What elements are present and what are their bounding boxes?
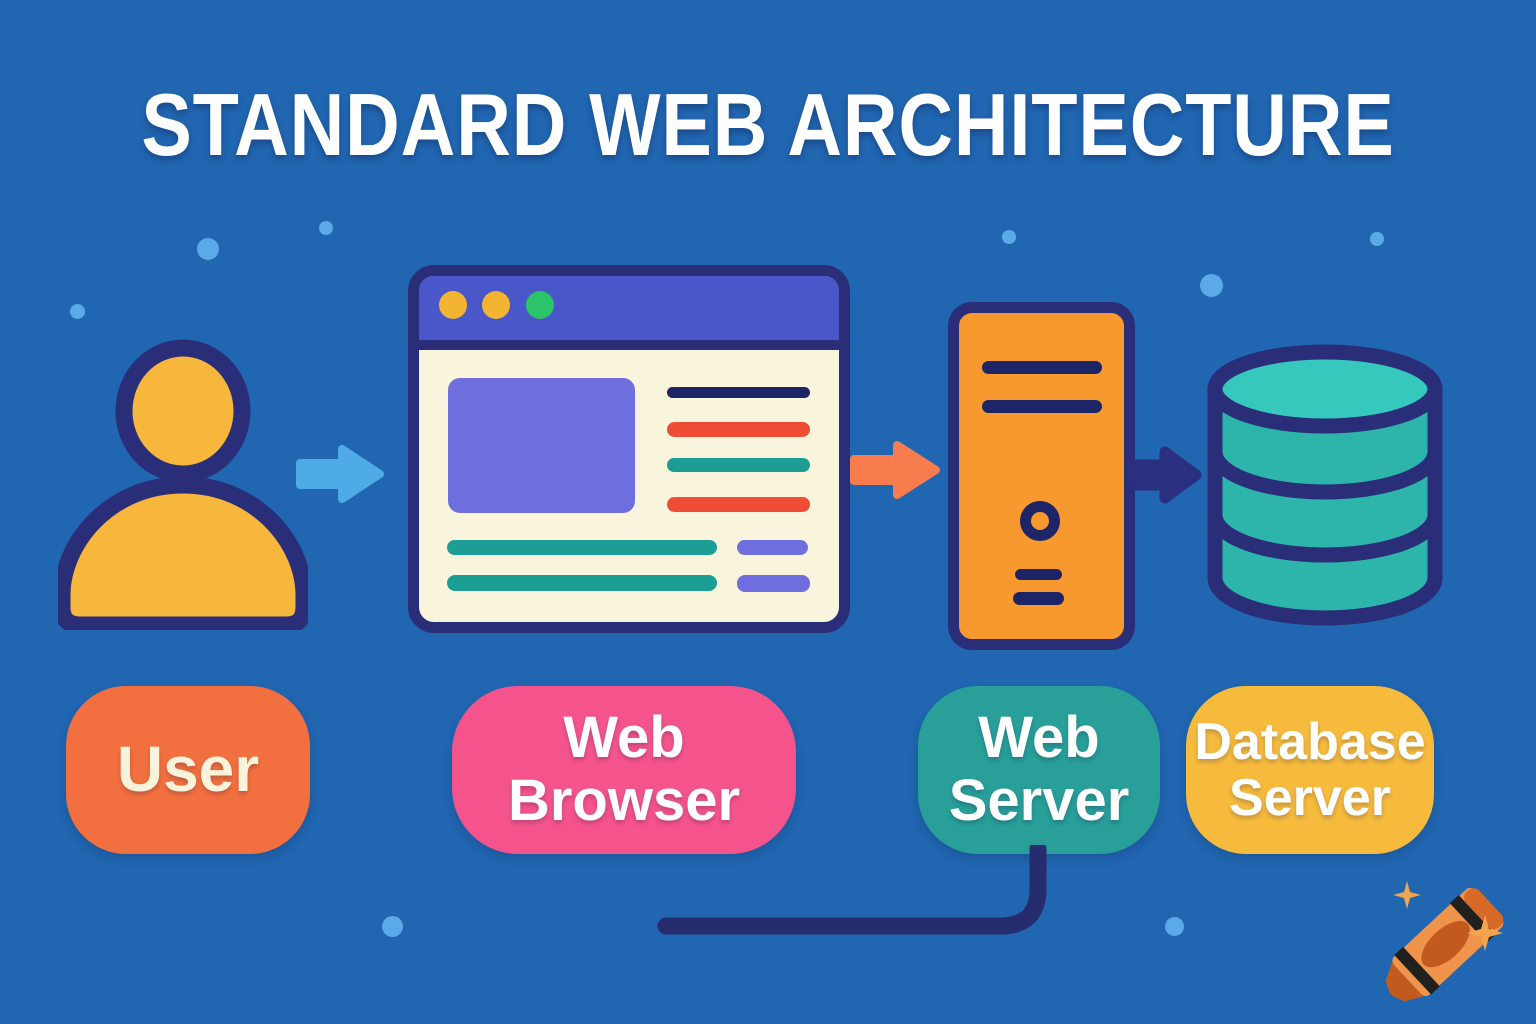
arrow-browser-to-server-icon: [850, 441, 940, 499]
server-drive-slot: [1013, 592, 1064, 605]
label-database-server: Database Server: [1194, 712, 1426, 827]
background-dot: [70, 304, 85, 319]
arrow-user-to-browser-icon: [296, 445, 384, 503]
label-pill-web-browser: Web Browser: [452, 686, 796, 854]
window-dot-icon: [526, 291, 554, 319]
browser-text-line: [447, 575, 717, 591]
background-dot: [382, 916, 403, 937]
label-web-browser: Web Browser: [507, 705, 741, 833]
crayon-icon: [1385, 881, 1504, 1002]
background-dot: [1200, 274, 1223, 297]
browser-button-placeholder: [737, 575, 810, 592]
browser-hero-image-placeholder: [448, 378, 635, 513]
arrow-server-to-database-icon: [1128, 446, 1202, 504]
browser-text-line: [667, 458, 810, 472]
background-dot: [1165, 917, 1184, 936]
browser-button-placeholder: [737, 540, 808, 555]
server-tower-icon: [948, 302, 1135, 650]
label-pill-database-server: Database Server: [1186, 686, 1434, 854]
page-title: STANDARD WEB ARCHITECTURE: [141, 75, 1395, 174]
database-cylinder-icon: [1207, 344, 1443, 626]
background-dot: [1370, 232, 1384, 246]
sparkle-icon: [1393, 881, 1421, 909]
label-web-server: Web Server: [948, 705, 1130, 833]
browser-titlebar: [419, 276, 839, 350]
server-power-ring: [1020, 501, 1060, 541]
background-dot: [319, 221, 333, 235]
browser-text-line: [667, 497, 810, 512]
label-pill-web-server: Web Server: [918, 686, 1160, 854]
server-vent-slot: [982, 400, 1102, 413]
window-dot-icon: [482, 291, 510, 319]
server-drive-slot: [1015, 569, 1062, 580]
label-user: User: [116, 733, 260, 806]
sparkle-icon: [1467, 915, 1503, 951]
browser-text-line: [447, 540, 717, 555]
return-connector-line: [657, 845, 1047, 935]
label-pill-user: User: [66, 686, 310, 854]
window-dot-icon: [439, 291, 467, 319]
background-dot: [197, 238, 219, 260]
background-dot: [1002, 230, 1016, 244]
browser-window-icon: [408, 265, 850, 633]
browser-text-line: [667, 422, 810, 437]
user-person-icon: [58, 339, 308, 630]
server-vent-slot: [982, 361, 1102, 374]
browser-text-line: [667, 387, 810, 398]
